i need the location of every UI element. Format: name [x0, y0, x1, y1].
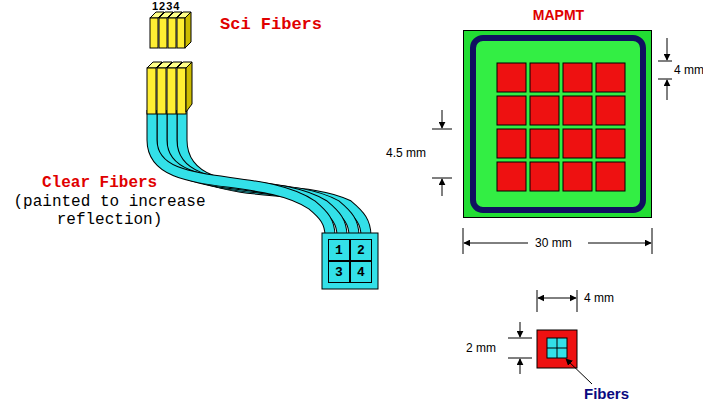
mapmt: MAPMT — [463, 30, 652, 218]
pixel — [537, 330, 577, 368]
sci-fibers-label: Sci Fibers — [220, 15, 322, 34]
fiber-number: 2 — [357, 243, 365, 258]
dimension: 30 mm — [535, 236, 572, 250]
dimension: 4 mm — [674, 63, 703, 77]
leader-line — [566, 359, 592, 384]
fiber-cell: 3 — [328, 261, 350, 283]
fiber-cell: 2 — [350, 239, 372, 261]
pixel-fibers — [547, 338, 567, 358]
fiber-cell: 4 — [350, 261, 372, 283]
mapmt-title: MAPMT — [464, 7, 653, 23]
fiber-cell: 1 — [328, 239, 350, 261]
mapmt-face — [463, 30, 652, 218]
note: (painted to increase reflection) — [2, 193, 217, 229]
fibers-label: Fibers — [584, 385, 629, 402]
dimension: 4.5 mm — [386, 146, 426, 160]
fiber-number: 1 — [335, 243, 343, 258]
dimension: 4 mm — [584, 291, 614, 305]
fiber-numbers: 1234 — [152, 0, 180, 12]
fiber-number: 4 — [357, 265, 365, 280]
bundle-end — [322, 233, 378, 289]
fiber-number: 3 — [335, 265, 343, 280]
clear-fibers-label: Clear Fibers — [42, 174, 157, 192]
dimension: 2 mm — [466, 341, 496, 355]
